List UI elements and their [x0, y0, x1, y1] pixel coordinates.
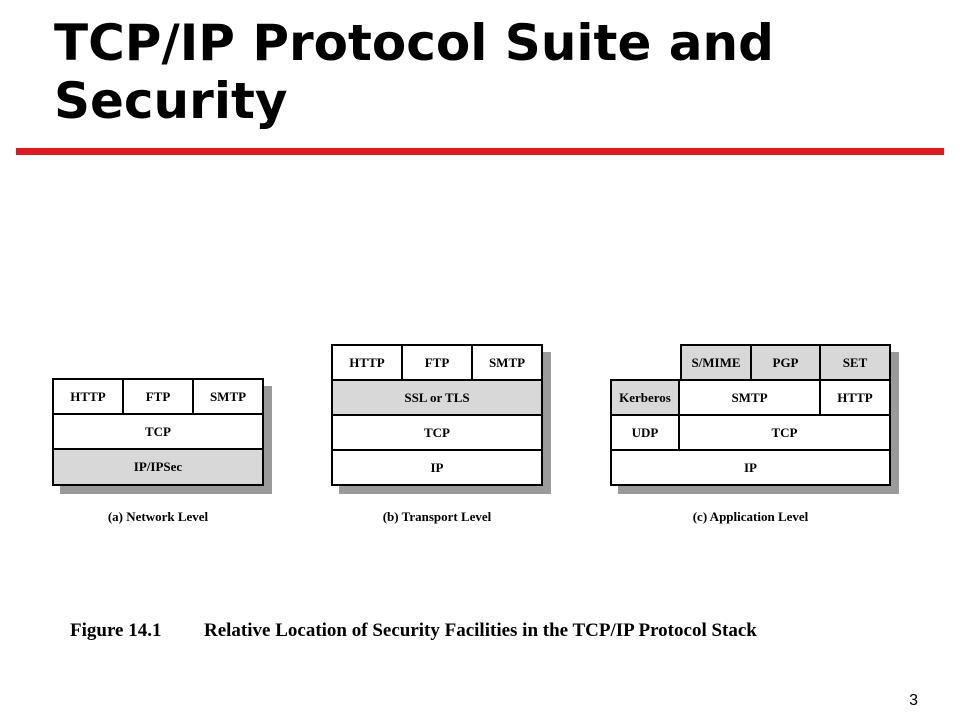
stack-cell-ip: IP	[612, 451, 891, 486]
stack-cell-tcp: TCP	[333, 416, 543, 451]
stack-cell-ip-ipsec: IP/IPSec	[54, 450, 264, 486]
transport-level-stack: HTTP FTP SMTP SSL or TLS TCP IP	[331, 344, 551, 494]
stack-cell-kerberos: Kerberos	[612, 381, 680, 416]
figure-caption: Figure 14.1 Relative Location of Security…	[70, 620, 930, 642]
transport-level-caption: (b) Transport Level	[382, 509, 492, 524]
stack-cell-ftp: FTP	[403, 346, 473, 381]
network-level-caption: (a) Network Level	[107, 509, 209, 524]
stack-cell-tcp: TCP	[54, 415, 264, 450]
application-level-stack: S/MIME PGP SET Kerberos SMTP HTTP UDP TC…	[610, 344, 899, 494]
stack-cell-ftp: FTP	[124, 380, 194, 415]
network-level-grid: HTTP FTP SMTP TCP IP/IPSec	[52, 378, 264, 486]
slide-title: TCP/IP Protocol Suite and Security	[54, 14, 774, 130]
application-top-row: S/MIME PGP SET	[680, 344, 891, 381]
stack-cell-pgp: PGP	[752, 346, 821, 381]
stack-cell-smtp: SMTP	[473, 346, 543, 381]
stack-cell-ip: IP	[333, 451, 543, 486]
application-lower-grid: Kerberos SMTP HTTP UDP TCP IP	[610, 379, 891, 486]
stack-cell-smtp: SMTP	[194, 380, 264, 415]
transport-level-grid: HTTP FTP SMTP SSL or TLS TCP IP	[331, 344, 543, 486]
figure-number: Figure 14.1	[70, 620, 162, 641]
stack-cell-smtp: SMTP	[680, 381, 821, 416]
stack-cell-http: HTTP	[54, 380, 124, 415]
title-underline	[16, 148, 944, 155]
stack-cell-udp: UDP	[612, 416, 680, 451]
stack-cell-ssl-tls: SSL or TLS	[333, 381, 543, 416]
stack-cell-http: HTTP	[333, 346, 403, 381]
network-level-stack: HTTP FTP SMTP TCP IP/IPSec	[52, 378, 272, 494]
application-level-caption: (c) Application Level	[692, 509, 809, 524]
figure-caption-text: Relative Location of Security Facilities…	[204, 620, 757, 641]
stack-cell-set: SET	[821, 346, 891, 381]
stack-cell-http: HTTP	[821, 381, 891, 416]
stack-cell-tcp: TCP	[680, 416, 891, 451]
stack-cell-smime: S/MIME	[682, 346, 752, 381]
page-number: 3	[909, 692, 918, 709]
